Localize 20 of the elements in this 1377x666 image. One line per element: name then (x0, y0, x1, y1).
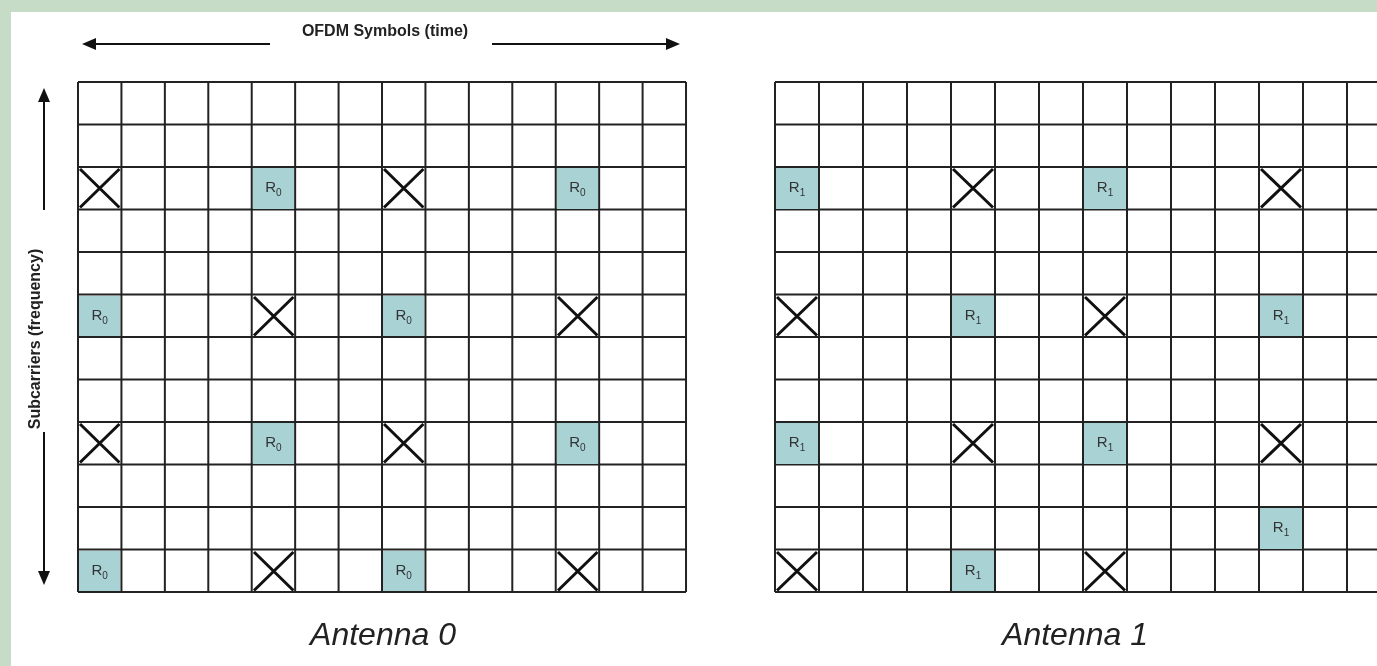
reference-signal-label: R$_{1}$ (1096, 178, 1114, 199)
axis-title: OFDM Symbols (time) (300, 21, 470, 41)
grid-caption: Antenna 1 (999, 616, 1149, 653)
reference-signal-label: R$_{1}$ (1272, 518, 1290, 539)
reference-signal-label: R$_{0}$ (395, 560, 412, 581)
reference-signal-label: R$_{0}$ (395, 305, 412, 326)
reference-signal-label: R$_{1}$ (1096, 433, 1114, 454)
reference-signal-label: R$_{1}$ (1272, 305, 1290, 326)
axis-title: Subcarriers (frequency) (25, 247, 44, 432)
reference-signal-label: R$_{0}$ (265, 433, 282, 454)
reference-signal-label: R$_{0}$ (91, 305, 108, 326)
reference-signal-label: R$_{1}$ (788, 178, 806, 199)
reference-signal-label: R$_{0}$ (265, 178, 282, 199)
reference-signal-label: R$_{1}$ (788, 433, 806, 454)
reference-signal-label: R$_{0}$ (569, 433, 586, 454)
reference-signal-label: R$_{0}$ (91, 560, 108, 581)
reference-signal-label: R$_{0}$ (569, 178, 586, 199)
reference-signal-label: R$_{1}$ (964, 305, 982, 326)
reference-signal-label: R$_{1}$ (964, 560, 982, 581)
grid-caption: Antenna 0 (307, 616, 457, 653)
